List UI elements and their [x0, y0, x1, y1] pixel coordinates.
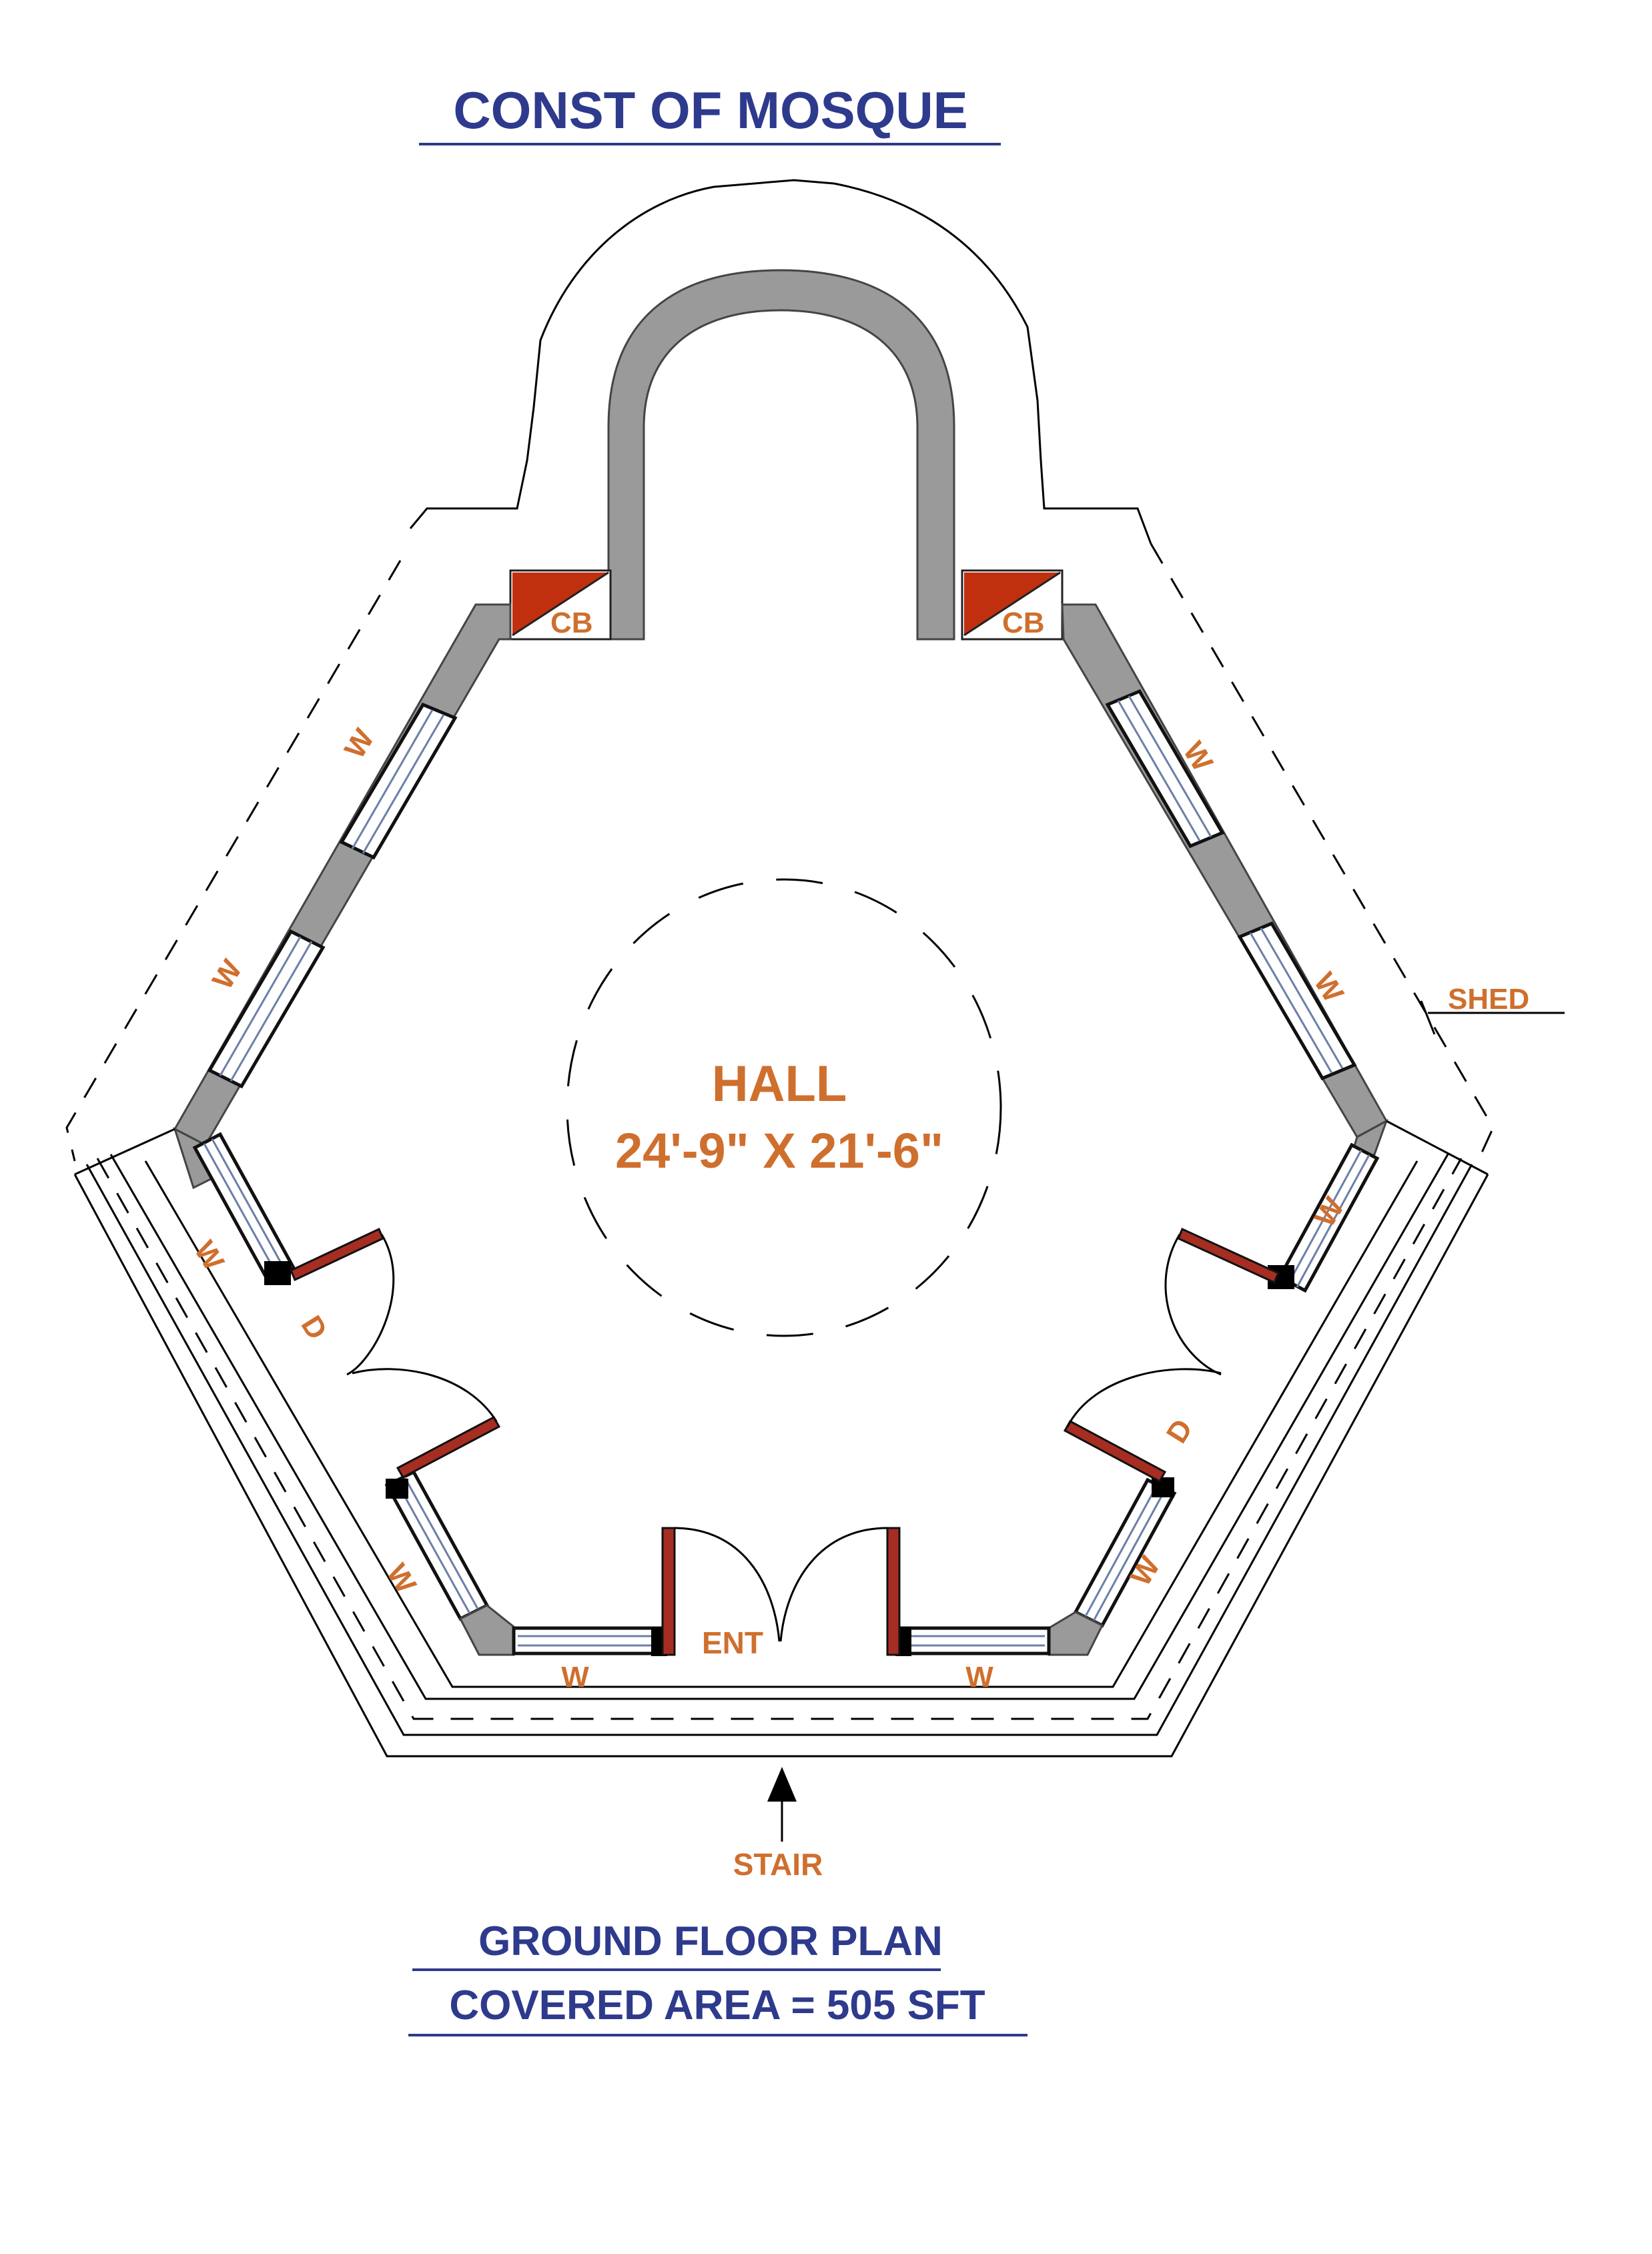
plinth-dashed-line	[96, 1158, 1463, 1720]
drawing-title: CONST OF MOSQUE	[453, 81, 967, 139]
shed-outline-top	[409, 179, 1152, 544]
window-label-south-right: W	[965, 1661, 993, 1694]
plan-name: GROUND FLOOR PLAN	[478, 1918, 943, 1964]
door-south-west[interactable]	[290, 1227, 501, 1479]
shed-label: SHED	[1448, 983, 1529, 1016]
entrance-label: ENT	[702, 1625, 763, 1660]
entrance-door[interactable]	[661, 1527, 901, 1656]
window-south-left[interactable]	[512, 1626, 667, 1656]
window-north-east-1[interactable]	[1105, 689, 1225, 849]
cupboard-right: CB	[961, 569, 1064, 641]
mihrab-arch-wall	[607, 269, 955, 641]
window-label-south-left: W	[561, 1661, 589, 1694]
door-label-se: D	[1160, 1413, 1199, 1449]
cupboard-label-left: CB	[550, 607, 593, 639]
wall-south-east-bottom	[1048, 1611, 1104, 1656]
plinth-inner-line	[144, 1160, 1418, 1688]
plinth-outer-line	[73, 1174, 1489, 1758]
shed-outline-right	[1150, 543, 1495, 1162]
plinth-edge-left	[74, 1128, 175, 1176]
stair-label: STAIR	[733, 1847, 823, 1882]
window-north-east-2[interactable]	[1237, 921, 1357, 1081]
hall-name: HALL	[712, 1056, 847, 1112]
hall-dimensions: 24'-9" X 21'-6"	[615, 1123, 943, 1178]
cupboard-label-right: CB	[1002, 607, 1045, 639]
window-south-east-1[interactable]	[1268, 1142, 1380, 1293]
cupboard-left: CB	[509, 569, 612, 641]
covered-area: COVERED AREA = 505 SFT	[449, 1982, 985, 2028]
shed-leader-tick	[1420, 1000, 1436, 1035]
window-label-sw2: W	[380, 1558, 423, 1599]
door-label-sw: D	[295, 1310, 334, 1345]
window-south-right[interactable]	[895, 1626, 1051, 1656]
window-south-west-1[interactable]	[192, 1132, 296, 1285]
dome-outline-dashed	[566, 878, 1002, 1337]
window-north-west-1[interactable]	[339, 702, 458, 860]
window-label-sw1: W	[188, 1235, 231, 1276]
plinth-line-2	[109, 1154, 1449, 1700]
door-south-east[interactable]	[1063, 1227, 1280, 1483]
window-south-east-2[interactable]	[1073, 1477, 1177, 1628]
plinth-line-3	[85, 1164, 1473, 1736]
stair-arrow-head	[767, 1767, 797, 1802]
plinth-edge-right	[1386, 1120, 1489, 1176]
shed-outline-left	[65, 560, 402, 1162]
window-north-west-2[interactable]	[207, 929, 326, 1089]
window-label-nw2: W	[206, 954, 249, 996]
window-label-nw1: W	[338, 723, 381, 765]
